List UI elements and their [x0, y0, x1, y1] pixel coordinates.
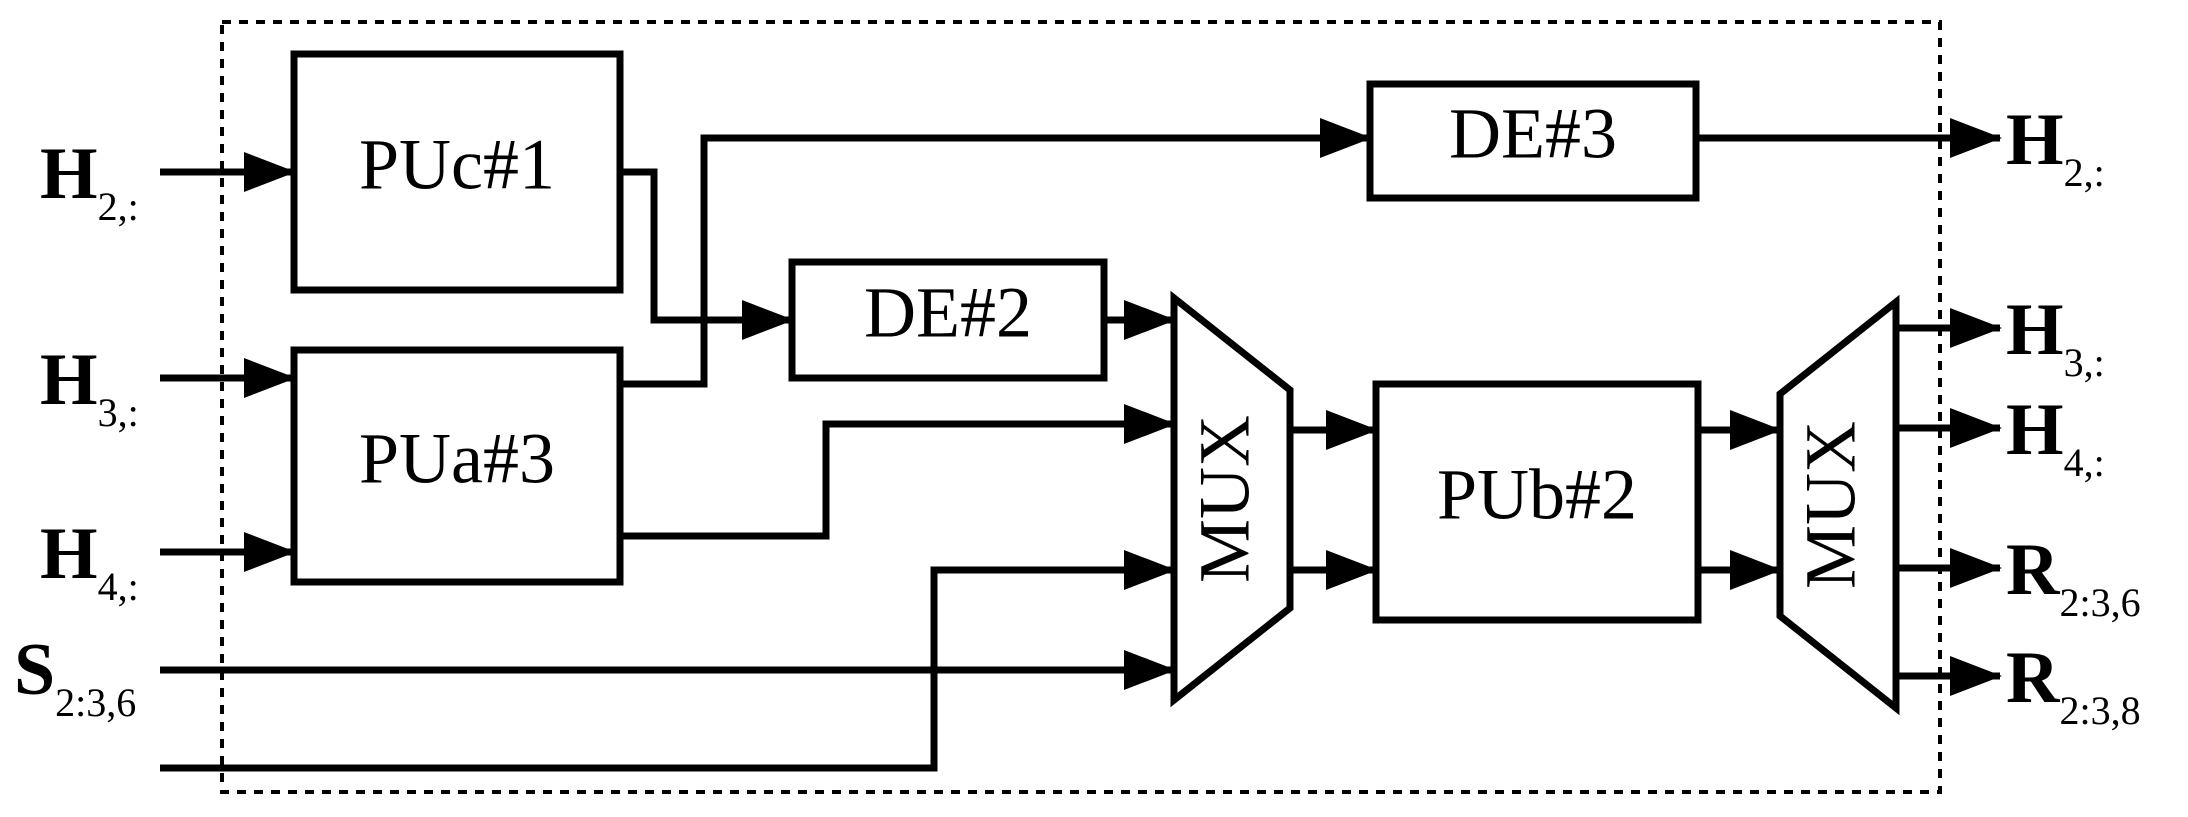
pub2-label: PUb#2 [1437, 455, 1637, 535]
wire-pua3-to-de3 [620, 118, 1372, 388]
de2-label: DE#2 [864, 273, 1032, 353]
wire-puc1-to-de2 [620, 168, 794, 340]
output-label-r238: R2:3,8 [2006, 637, 2141, 733]
mux2-label: MUX [1791, 421, 1871, 589]
input-label-h3: H3,: [40, 339, 139, 435]
output-label-h2: H2,: [2006, 99, 2105, 195]
puc1-label: PUc#1 [359, 125, 555, 205]
mux1-label: MUX [1185, 415, 1265, 583]
puc1-block [290, 50, 624, 294]
pub2-block [1372, 380, 1702, 624]
output-label-h3: H3,: [2006, 289, 2105, 385]
input-label-h2: H2,: [40, 133, 139, 229]
output-label-h4: H4,: [2006, 389, 2105, 485]
wire-pua3-to-mux1 [620, 404, 1176, 540]
wire-bottom-to-mux1 [160, 550, 1176, 772]
pua3-block [290, 346, 624, 586]
input-label-s236: S2:3,6 [14, 629, 136, 725]
pua3-label: PUa#3 [359, 419, 555, 499]
input-label-h4: H4,: [40, 513, 139, 609]
de3-label: DE#3 [1449, 94, 1617, 174]
output-label-r236: R2:3,6 [2006, 529, 2141, 625]
mux2-block [1776, 294, 1900, 716]
module-boundary [220, 20, 1942, 794]
de3-block [1366, 80, 1700, 202]
